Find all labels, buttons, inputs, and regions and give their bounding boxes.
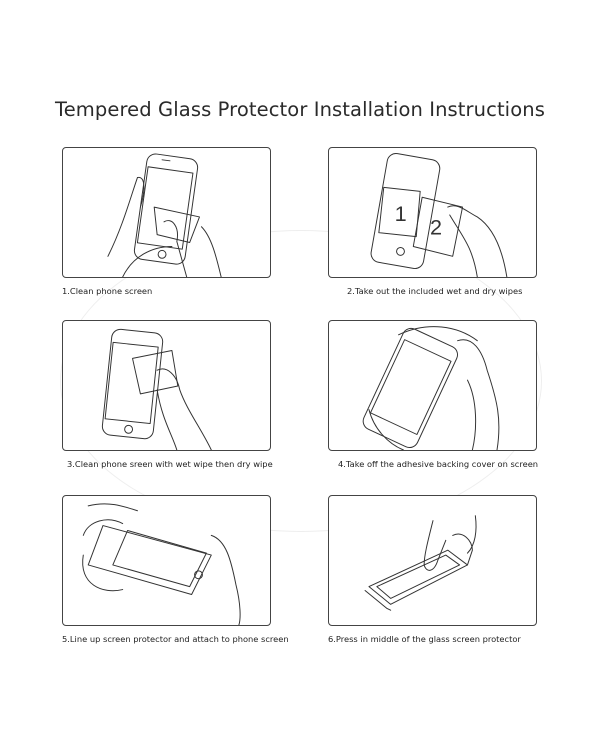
wipe-1-label: 1 [395, 201, 407, 226]
wipes-icon: 1 2 [370, 153, 508, 277]
step-6-illustration [328, 495, 537, 626]
wipe-2-label: 2 [430, 215, 442, 240]
peel-cover-icon [362, 326, 500, 450]
phone-wipe-icon [101, 328, 212, 450]
phone-clean-icon [107, 153, 222, 277]
watermark-ring [60, 230, 542, 532]
step-4-caption: 4.Take off the adhesive backing cover on… [338, 459, 539, 469]
press-finger-icon [364, 515, 477, 611]
step-1-illustration [62, 147, 271, 278]
page-title: Tempered Glass Protector Installation In… [55, 98, 545, 121]
step-4-illustration [328, 320, 537, 451]
step-1-caption: 1.Clean phone screen [62, 286, 153, 296]
step-2-caption: 2.Take out the included wet and dry wipe… [347, 286, 523, 296]
step-3-caption: 3.Clean phone sreen with wet wipe then d… [67, 459, 273, 469]
step-6-caption: 6.Press in middle of the glass screen pr… [328, 634, 521, 644]
step-2-illustration: 1 2 [328, 147, 537, 278]
align-protector-icon [82, 503, 241, 625]
step-3-illustration [62, 320, 271, 451]
step-5-caption: 5.Line up screen protector and attach to… [62, 634, 289, 644]
step-5-illustration [62, 495, 271, 626]
